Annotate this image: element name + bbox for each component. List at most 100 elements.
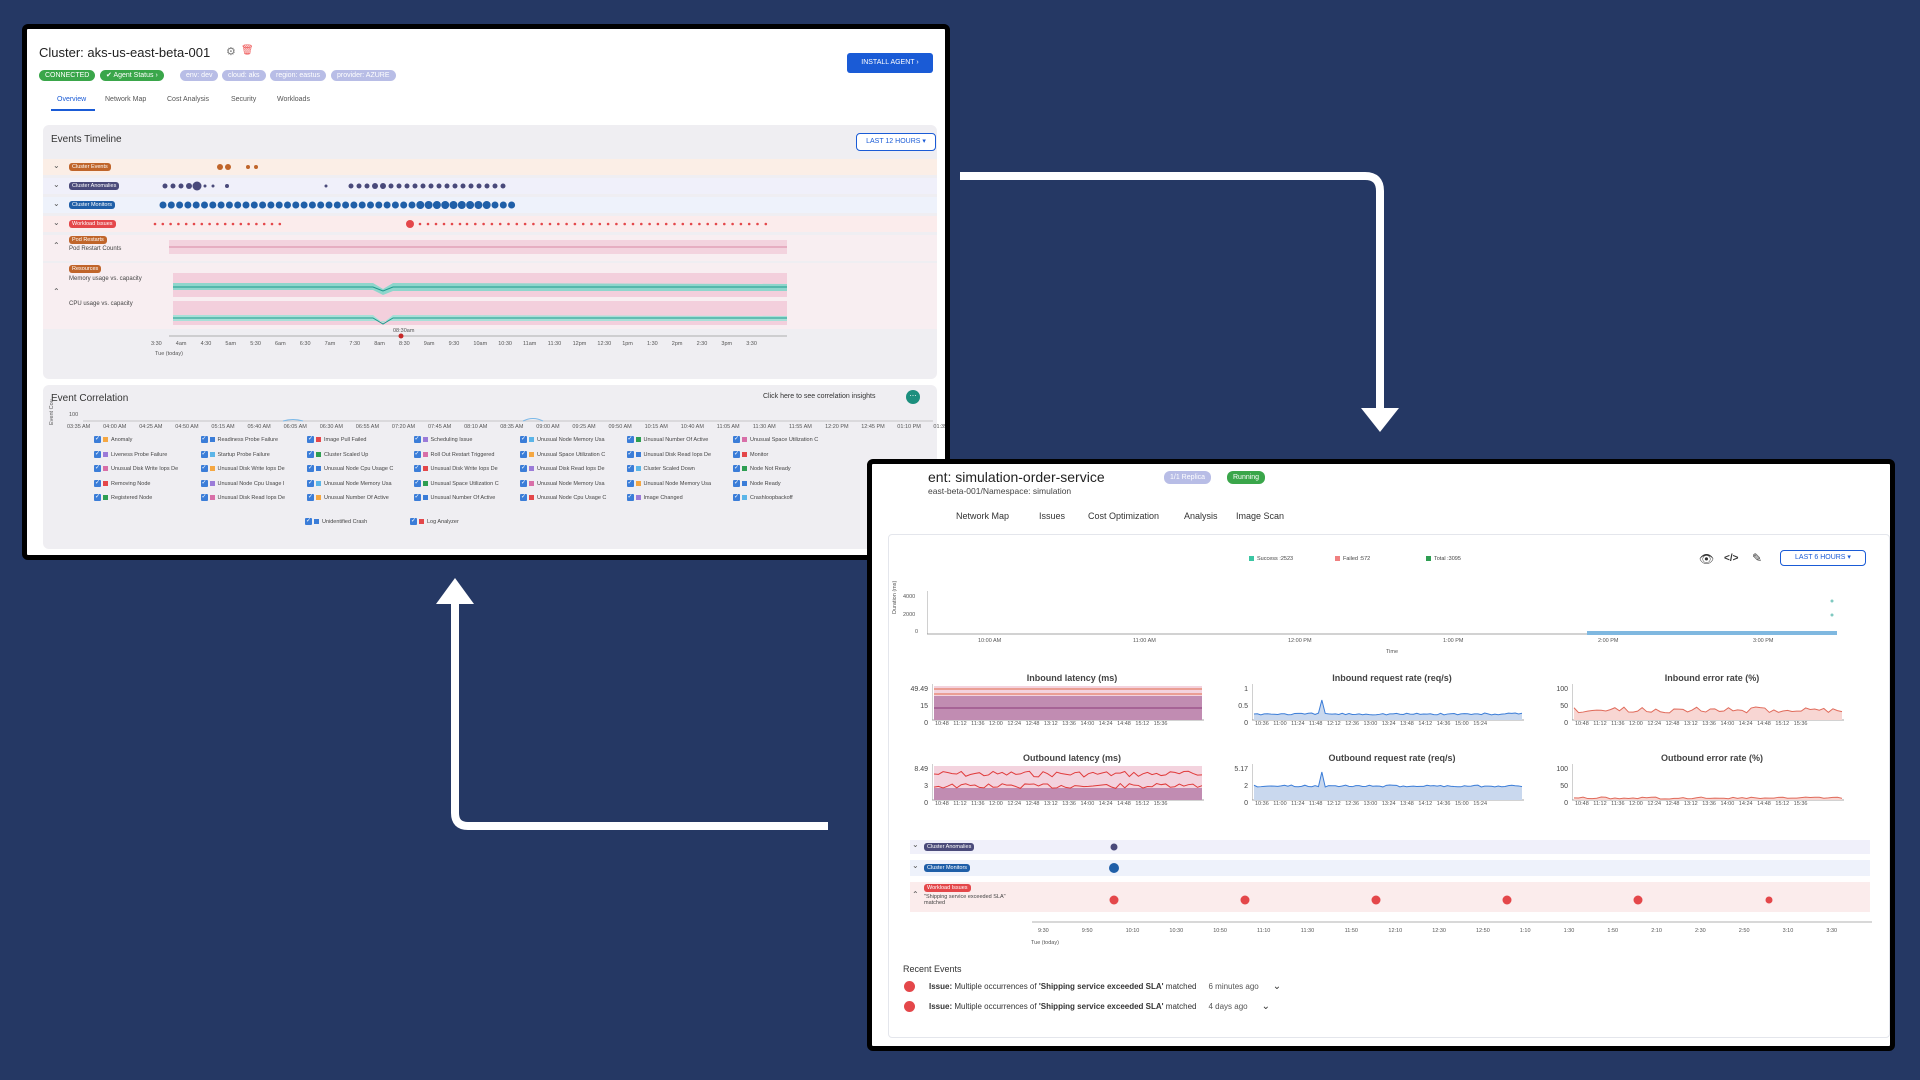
workload-dot[interactable]	[540, 222, 543, 226]
anomaly-dot[interactable]	[468, 183, 474, 189]
correlation-legend-item[interactable]: ✓Scheduling Issue	[413, 436, 472, 443]
tab-network-map[interactable]: Network Map	[956, 511, 1010, 521]
workload-dot[interactable]	[184, 222, 188, 226]
workload-dot[interactable]	[723, 222, 726, 226]
workload-dot[interactable]	[490, 222, 494, 226]
monitor-dot[interactable]	[499, 201, 507, 209]
checkbox-icon[interactable]: ✓	[307, 465, 314, 472]
chevron-down-icon[interactable]: ⌄	[53, 161, 60, 170]
monitor-dot[interactable]	[333, 201, 341, 209]
workload-dot[interactable]	[615, 222, 618, 226]
checkbox-icon[interactable]: ✓	[410, 518, 417, 525]
correlation-legend-item[interactable]: ✓Unusual Disk Read Iops De	[626, 450, 711, 458]
monitor-dot[interactable]	[159, 201, 167, 209]
correlation-legend-item[interactable]: ✓Unusual Node Cpu Usage C	[307, 465, 393, 472]
checkbox-icon[interactable]: ✓	[626, 465, 634, 472]
last-12-hours-button[interactable]: LAST 12 HOURS ▾	[856, 133, 936, 151]
checkbox-icon[interactable]: ✓	[305, 518, 312, 525]
workload-dot[interactable]	[623, 222, 626, 226]
code-icon[interactable]: </>	[1724, 553, 1739, 564]
monitor-dot[interactable]	[184, 201, 192, 209]
anomaly-dot[interactable]	[324, 184, 328, 188]
monitor-dot[interactable]	[292, 201, 300, 209]
workload-dot[interactable]	[706, 222, 709, 226]
workload-dot[interactable]	[756, 222, 759, 226]
eye-icon[interactable]: 👁	[1699, 552, 1715, 566]
workload-dot[interactable]	[698, 222, 701, 226]
anomaly-dot[interactable]	[356, 183, 362, 189]
monitor-dot[interactable]	[457, 201, 466, 209]
workload-dot[interactable]	[557, 222, 560, 226]
checkbox-icon[interactable]: ✓	[413, 494, 421, 501]
workload-dot[interactable]	[482, 222, 485, 226]
correlation-legend-item[interactable]: ✓Cluster Scaled Up	[307, 450, 368, 458]
chevron-down-icon[interactable]: ⌄	[53, 199, 60, 208]
workload-dot[interactable]	[648, 222, 651, 226]
checkbox-icon[interactable]: ✓	[200, 450, 208, 458]
anomaly-dot[interactable]	[192, 181, 202, 191]
checkbox-icon[interactable]: ✓	[520, 450, 527, 458]
monitor-dot[interactable]	[342, 201, 350, 209]
chevron-down-icon[interactable]: ⌄	[912, 840, 919, 849]
checkbox-icon[interactable]: ✓	[200, 479, 208, 487]
correlation-legend-item[interactable]: ✓Readiness Probe Failure	[200, 436, 278, 443]
anomaly-dot[interactable]	[428, 183, 434, 189]
correlation-legend-item[interactable]: ✓Unusual Node Cpu Usage C	[520, 494, 606, 501]
workload-dot[interactable]	[406, 220, 414, 228]
expand-chevron-icon[interactable]: ⌄	[1272, 981, 1282, 992]
correlation-legend-item[interactable]: ✓Unusual Number Of Active	[626, 436, 708, 443]
correlation-legend-item[interactable]: ✓Log Analyzer	[410, 518, 459, 525]
checkbox-icon[interactable]: ✓	[733, 465, 740, 472]
monitor-dot[interactable]	[424, 201, 433, 209]
monitor-dot[interactable]	[217, 201, 225, 209]
anomaly-dot[interactable]	[444, 183, 450, 189]
workload-dot[interactable]	[200, 222, 204, 226]
monitor-dot[interactable]	[234, 201, 242, 209]
anomaly-dot[interactable]	[178, 183, 184, 189]
workload-dot[interactable]	[747, 222, 751, 226]
workload-dot[interactable]	[153, 222, 157, 226]
correlation-legend-item[interactable]: ✓Unusual Node Memory Usa	[626, 479, 711, 487]
install-agent-button[interactable]: INSTALL AGENT ›	[847, 53, 933, 73]
checkbox-icon[interactable]: ✓	[94, 479, 101, 487]
checkbox-icon[interactable]: ✓	[413, 450, 421, 458]
monitor-dot[interactable]	[408, 201, 416, 209]
workload-dot[interactable]	[169, 222, 172, 226]
monitor-dot[interactable]	[308, 201, 316, 209]
workload-dot[interactable]	[631, 222, 635, 226]
checkbox-icon[interactable]: ✓	[626, 436, 634, 443]
anomaly-dot[interactable]	[225, 184, 229, 188]
last-6-hours-button[interactable]: LAST 6 HOURS ▾	[1780, 550, 1866, 566]
correlation-legend-item[interactable]: ✓Unusual Node Memory Usa	[520, 479, 605, 487]
workload-dot[interactable]	[192, 222, 196, 226]
chevron-up-icon[interactable]: ⌃	[53, 241, 60, 250]
monitor-dot[interactable]	[367, 201, 374, 209]
workload-dot[interactable]	[239, 222, 243, 226]
checkbox-icon[interactable]: ✓	[733, 479, 740, 487]
correlation-legend-item[interactable]: ✓Crashloopbackoff	[733, 494, 793, 501]
anomaly-dot[interactable]	[404, 183, 410, 189]
checkbox-icon[interactable]: ✓	[520, 494, 527, 501]
chevron-up-icon[interactable]: ⌃	[53, 287, 60, 296]
correlation-legend-item[interactable]: ✓Unusual Disk Read Iops De	[520, 465, 605, 472]
checkbox-icon[interactable]: ✓	[626, 494, 634, 501]
checkbox-icon[interactable]: ✓	[413, 479, 421, 487]
monitor-dot[interactable]	[416, 201, 425, 209]
monitor-dot[interactable]	[209, 201, 217, 209]
correlation-legend-item[interactable]: ✓Removing Node	[94, 479, 150, 487]
monitor-dot[interactable]	[375, 201, 383, 209]
checkbox-icon[interactable]: ✓	[94, 436, 101, 443]
chevron-down-icon[interactable]: ⌄	[53, 218, 60, 227]
workload-dot[interactable]	[270, 222, 274, 226]
workload-dot[interactable]	[590, 222, 593, 226]
checkbox-icon[interactable]: ✓	[307, 494, 314, 501]
monitor-dot[interactable]	[474, 201, 483, 209]
checkbox-icon[interactable]: ✓	[307, 479, 314, 487]
correlation-legend-item[interactable]: ✓Node Not Ready	[733, 465, 791, 472]
chevron-down-icon[interactable]: ⌄	[912, 861, 919, 870]
anomaly-dot[interactable]	[211, 184, 215, 188]
workload-dot[interactable]	[434, 222, 438, 226]
correlation-legend-item[interactable]: ✓Image Pull Failed	[307, 436, 367, 443]
anomaly-dot[interactable]	[364, 183, 370, 189]
workload-dot[interactable]	[664, 222, 668, 226]
